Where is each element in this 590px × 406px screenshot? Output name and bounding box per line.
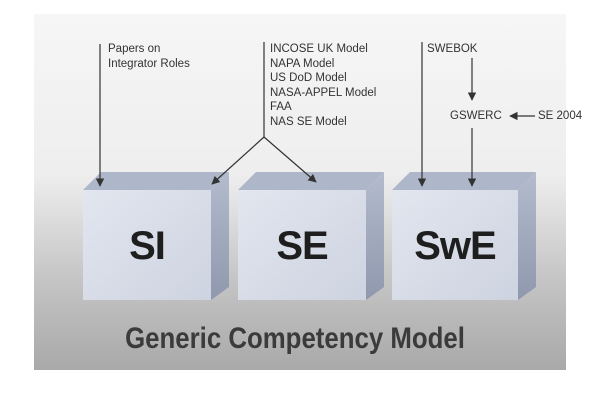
cube-si — [83, 172, 229, 300]
model-faa: FAA — [270, 101, 292, 114]
cube-front — [392, 190, 518, 300]
cube-top — [238, 172, 384, 190]
cube-swe — [392, 172, 536, 300]
papers-annotation: Papers on Integrator Roles — [108, 42, 190, 71]
models-annotation: INCOSE UK Model NAPA Model US DoD Model … — [270, 42, 376, 130]
cube-top — [83, 172, 229, 190]
cube-side — [366, 172, 384, 300]
cube-front — [83, 190, 211, 300]
arrow-models-to-si — [211, 136, 265, 185]
swebok-label: SWEBOK — [427, 43, 478, 55]
papers-line-2: Integrator Roles — [108, 57, 190, 70]
cube-front — [238, 190, 366, 300]
cube-side — [211, 172, 229, 300]
cube-label-si: SI — [129, 224, 166, 268]
cube-label-swe: SwE — [414, 224, 496, 268]
papers-line-1: Papers on — [108, 43, 161, 55]
se2004-label: SE 2004 — [538, 110, 583, 122]
model-incose: INCOSE UK Model — [270, 43, 368, 55]
gswerc-label: GSWERC — [450, 110, 502, 122]
cube-side — [518, 172, 536, 300]
cube-top — [392, 172, 536, 190]
cube-label-se: SE — [276, 224, 328, 268]
model-title: Generic Competency Model — [125, 322, 465, 355]
cube-se — [238, 172, 384, 300]
model-napa: NAPA Model — [270, 57, 335, 70]
model-nas-se: NAS SE Model — [270, 115, 347, 128]
arrow-models-to-se — [263, 136, 317, 183]
model-nasa-appel: NASA-APPEL Model — [270, 86, 377, 99]
model-usdod: US DoD Model — [270, 72, 347, 85]
